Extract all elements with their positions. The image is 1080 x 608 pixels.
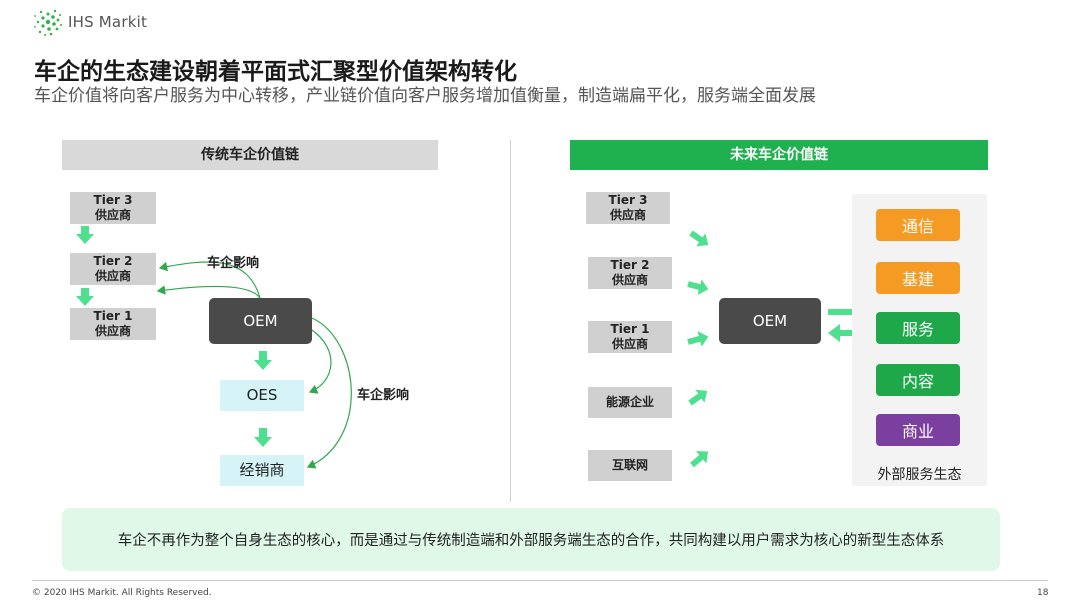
left-tier3-box: Tier 3 供应商 [70,192,156,224]
influence-curve [158,261,261,299]
diagonal-arrow-icon [690,451,709,468]
section-divider [510,140,511,502]
down-arrow-icon [254,428,272,447]
influence-curve [306,317,352,469]
tier-label: Tier 1 [93,309,133,323]
left-tier2-box: Tier 2 供应商 [70,253,156,285]
service-commerce: 商业 [876,414,960,446]
tier-sublabel: 供应商 [611,273,648,287]
left-oem-box: OEM [209,298,312,344]
service-telecom: 通信 [876,209,960,241]
diagonal-arrow-icon [689,230,709,247]
right-tier3-box: Tier 3 供应商 [586,192,670,224]
ecosystem-label: 外部服务生态 [877,467,962,483]
page-number: 18 [1037,588,1049,598]
right-oem-box: OEM [719,298,821,344]
left-arrow-icon [828,324,866,342]
logo: IHS Markit [32,7,162,37]
traditional-chain-header: 传统车企价值链 [62,140,438,170]
influence-curve [308,329,332,394]
service-content: 内容 [876,364,960,396]
tier-label: Tier 1 [610,322,650,336]
down-arrow-icon [76,226,94,244]
tier-sublabel: 供应商 [94,208,131,222]
diagonal-arrow-icon [687,279,709,295]
influence-curve [156,285,261,299]
service-infrastructure: 基建 [876,262,960,294]
tier-sublabel: 供应商 [94,269,131,283]
oes-box: OES [220,380,304,411]
right-tier2-box: Tier 2 供应商 [588,257,672,289]
tier-label: Tier 2 [610,258,650,272]
dealer-box: 经销商 [220,455,304,486]
footer-divider [32,580,1048,581]
diagonal-arrow-icon [687,331,709,347]
internet-box: 互联网 [588,450,672,481]
logo-text: IHS Markit [68,13,148,31]
down-arrow-icon [254,351,272,370]
tier-label: Tier 3 [93,193,133,207]
tier-label: Tier 3 [608,193,648,207]
influence-label-right: 车企影响 [357,388,410,403]
summary-callout: 车企不再作为整个自身生态的核心，而是通过与传统制造端和外部服务端生态的合作，共同… [62,508,1000,571]
tier-sublabel: 供应商 [611,337,648,351]
energy-company-box: 能源企业 [588,387,672,418]
down-arrow-icon [76,288,94,306]
right-tier1-box: Tier 1 供应商 [588,321,672,353]
tier-sublabel: 供应商 [609,208,646,222]
logo-mark-icon [34,9,62,36]
future-chain-header: 未来车企价值链 [570,140,988,170]
service-services: 服务 [876,312,960,344]
copyright-text: © 2020 IHS Markit. All Rights Reserved. [32,588,212,598]
diagonal-arrow-icon [688,389,708,406]
page-title: 车企的生态建设朝着平面式汇聚型价值架构转化 [34,59,517,85]
tier-sublabel: 供应商 [94,324,131,338]
left-tier1-box: Tier 1 供应商 [70,308,156,340]
tier-label: Tier 2 [93,254,133,268]
influence-label-top: 车企影响 [207,256,260,271]
page-subtitle: 车企价值将向客户服务为中心转移，产业链价值向客户服务增加值衡量，制造端扁平化，服… [34,86,816,106]
